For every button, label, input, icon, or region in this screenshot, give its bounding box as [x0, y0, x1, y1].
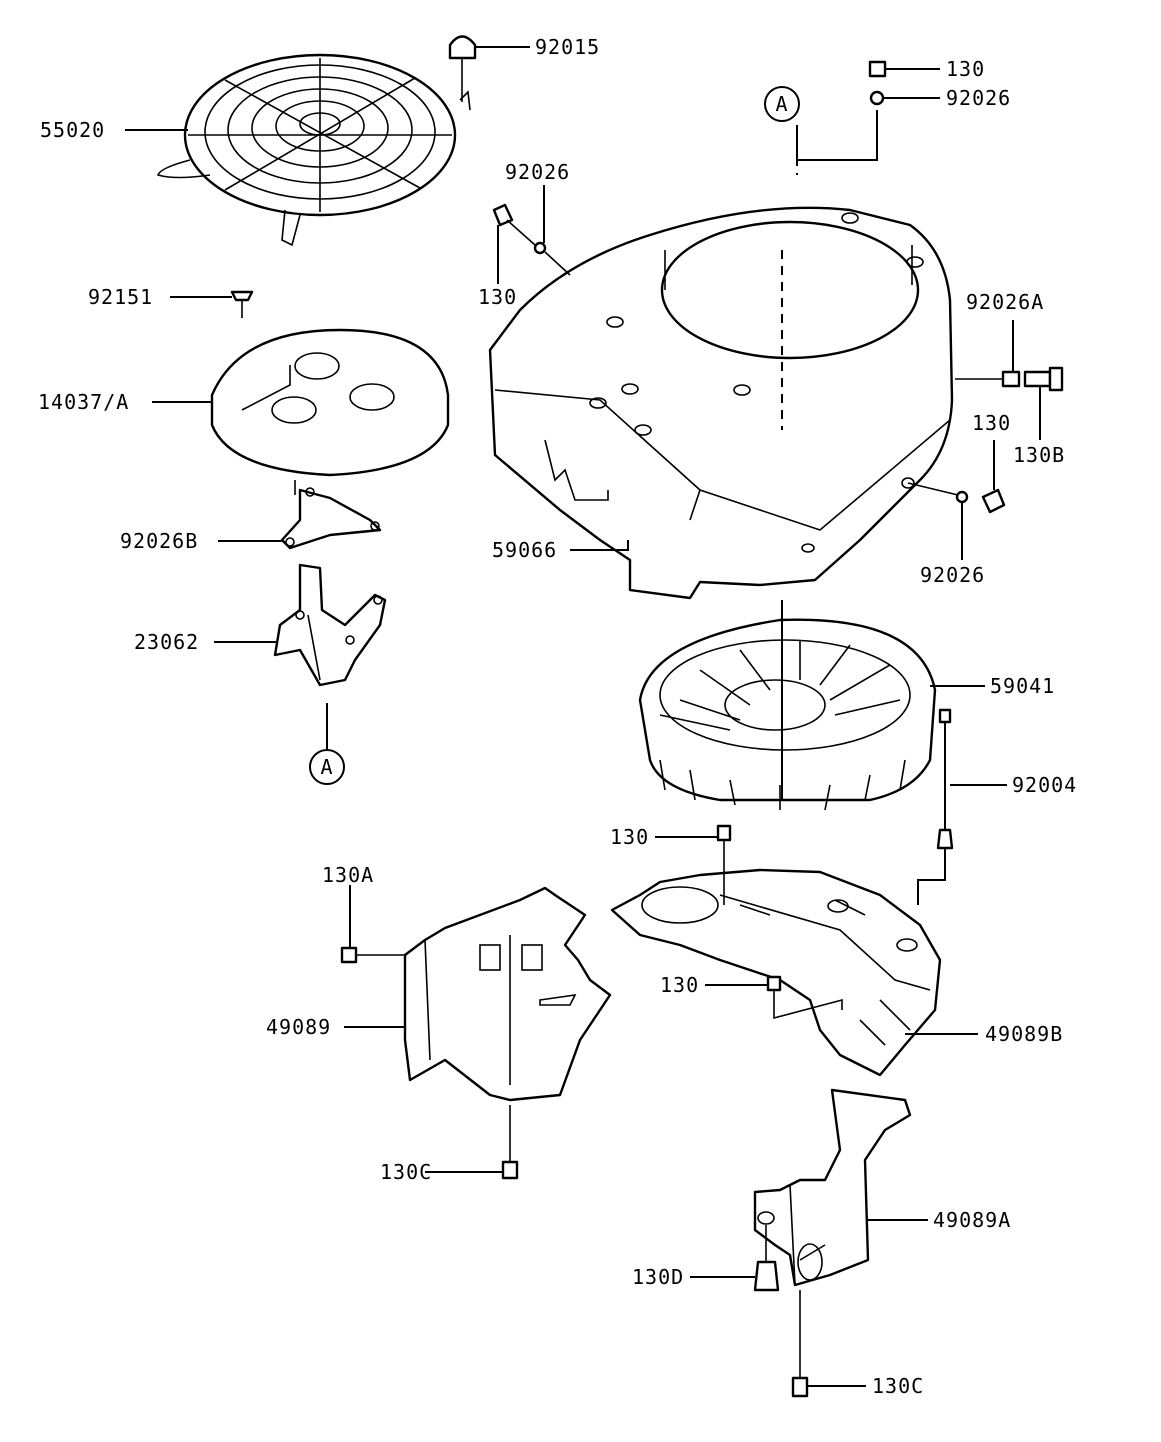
cooling-fan-part: [638, 618, 937, 811]
label-14037A: 14037/A: [38, 390, 129, 414]
label-130-mid: 130: [478, 285, 517, 309]
ref-a-bottom-text: A: [320, 755, 333, 779]
label-92026-bot: 92026: [920, 563, 985, 587]
bolt-130-top-part: [868, 60, 887, 106]
label-92015: 92015: [535, 35, 600, 59]
label-55020: 55020: [40, 118, 105, 142]
part-labels: 92015 55020 130 92026 92026 130 92151 14…: [38, 35, 1077, 1398]
label-130C-bot: 130C: [872, 1374, 924, 1398]
label-92026-mid: 92026: [505, 160, 570, 184]
bracket-23062-part: [273, 563, 387, 687]
reference-circle-a-bottom: A: [309, 749, 345, 785]
stud-92004-part: [917, 708, 954, 905]
bolt-130C-bottom-part: [791, 1290, 809, 1398]
cap-nut-part: [448, 35, 477, 102]
screw-92151-part: [230, 290, 254, 318]
label-130-fan: 130: [610, 825, 649, 849]
label-92004: 92004: [1012, 773, 1077, 797]
plate-part: [210, 328, 450, 477]
label-130D: 130D: [632, 1265, 684, 1289]
label-130-top: 130: [946, 57, 985, 81]
ref-leader-top: [796, 110, 878, 161]
baffle-49089A-part: [753, 1088, 912, 1287]
label-130B: 130B: [1013, 443, 1065, 467]
ref-a-top-text: A: [775, 92, 788, 116]
label-92151: 92151: [88, 285, 153, 309]
reference-circle-a-top: A: [764, 86, 800, 122]
bolt-130A-part: [340, 946, 405, 964]
bolt-130-right-part: [907, 482, 1006, 514]
bracket-92026B-part: [280, 480, 382, 550]
label-49089B: 49089B: [985, 1022, 1063, 1046]
label-130-right: 130: [972, 411, 1011, 435]
label-49089: 49089: [266, 1015, 331, 1039]
nut-130D-part: [753, 1225, 780, 1292]
guard-grille-part: [157, 53, 471, 247]
label-59066: 59066: [492, 538, 557, 562]
screw-130-fan-part: [716, 824, 732, 905]
label-130-plate: 130: [660, 973, 699, 997]
label-130C-left: 130C: [380, 1160, 432, 1184]
label-130A: 130A: [322, 863, 374, 887]
bolt-130B-part: [955, 366, 1064, 392]
baffle-49089-part: [403, 886, 612, 1102]
label-23062: 23062: [134, 630, 199, 654]
label-49089A: 49089A: [933, 1208, 1011, 1232]
blower-housing-part: [488, 206, 954, 600]
bolt-130-mid-part: [492, 203, 571, 276]
lower-baffle-49089B-part: [610, 868, 942, 1077]
label-59041: 59041: [990, 674, 1055, 698]
bolt-130C-left-part: [501, 1105, 519, 1180]
label-92026-top: 92026: [946, 86, 1011, 110]
label-92026B: 92026B: [120, 529, 198, 553]
label-92026A: 92026A: [966, 290, 1044, 314]
leader-lines: [125, 46, 1041, 1387]
